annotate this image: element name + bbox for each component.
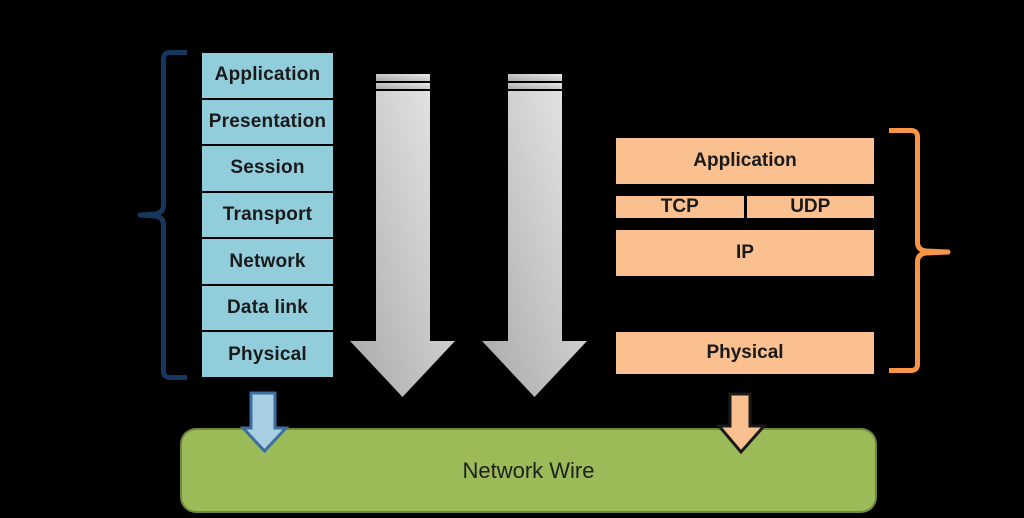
osi-layer-application: Application [200, 51, 335, 100]
osi-layer-network: Network [200, 237, 335, 286]
osi-layer-presentation: Presentation [200, 97, 335, 147]
tcpip-cell-tcp: TCP [613, 193, 747, 221]
osi-layer-transport: Transport [200, 190, 335, 240]
tcpip-stack: Application TCP UDP IP [613, 135, 877, 279]
osi-brace-icon [137, 50, 187, 380]
osi-stack: Application Presentation Session Transpo… [200, 51, 335, 380]
orange-down-arrow-icon [715, 392, 768, 455]
osi-layer-physical: Physical [200, 330, 335, 380]
gray-down-arrow-right-icon [482, 74, 587, 397]
tcpip-layer-ip: IP [613, 227, 877, 279]
osi-layer-session: Session [200, 144, 335, 193]
gray-down-arrow-left-icon [350, 74, 455, 397]
network-wire-bar: Network Wire [180, 428, 877, 513]
tcpip-brace-icon [889, 128, 951, 373]
tcpip-layer-physical: Physical [613, 329, 877, 377]
tcpip-layer-transport: TCP UDP [613, 184, 877, 230]
blue-down-arrow-icon [239, 391, 290, 454]
osi-layer-datalink: Data link [200, 283, 335, 333]
tcpip-cell-udp: UDP [743, 193, 877, 221]
tcpip-layer-application: Application [613, 135, 877, 187]
network-wire-label: Network Wire [462, 457, 595, 483]
